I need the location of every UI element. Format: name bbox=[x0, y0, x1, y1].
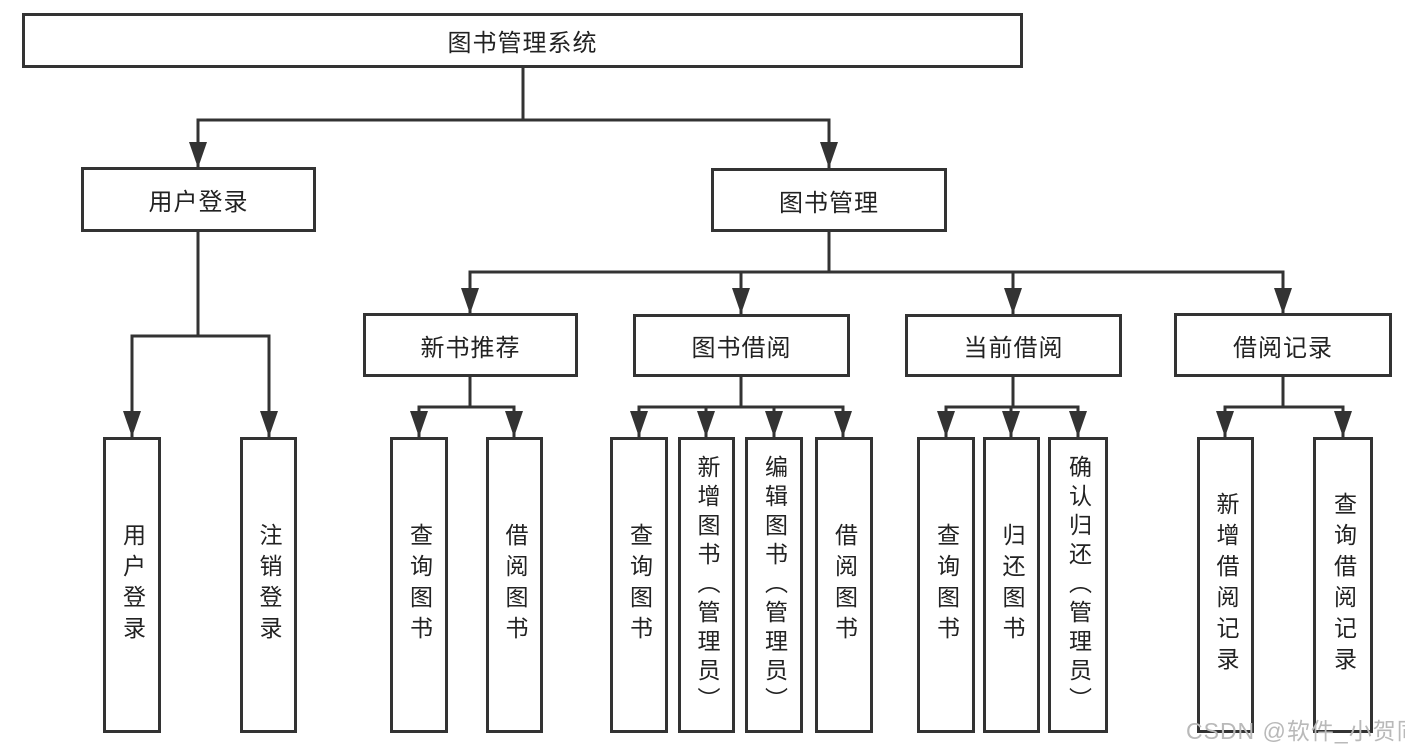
node-book-borrow-label: 图书借阅 bbox=[691, 335, 792, 362]
arrow-down-icon bbox=[697, 411, 715, 437]
leaf-query-book-1-label: 查询图书 bbox=[406, 523, 433, 647]
new-book-fork-line bbox=[417, 377, 516, 437]
book-borrow-fork-line bbox=[637, 377, 845, 437]
root-fork-line bbox=[196, 68, 831, 168]
leaf-query-book-3: 查询图书 bbox=[917, 437, 975, 733]
leaf-borrow-book-2: 借阅图书 bbox=[815, 437, 873, 733]
arrow-down-icon bbox=[630, 411, 648, 437]
arrow-down-icon bbox=[834, 411, 852, 437]
leaf-return-book-label: 归还图书 bbox=[999, 523, 1025, 647]
borrow-records-fork-line bbox=[1223, 377, 1345, 437]
node-user-login-label: 用户登录 bbox=[148, 189, 249, 216]
leaf-logout-label: 注销登录 bbox=[256, 523, 282, 647]
leaf-query-book-2-label: 查询图书 bbox=[626, 523, 653, 647]
node-borrow-records: 借阅记录 bbox=[1174, 313, 1392, 377]
node-user-login: 用户登录 bbox=[81, 167, 316, 232]
arrow-down-icon bbox=[732, 288, 750, 314]
node-new-book-recommend: 新书推荐 bbox=[363, 313, 578, 377]
node-root: 图书管理系统 bbox=[22, 13, 1023, 68]
leaf-confirm-return: 确认归还（管理员） bbox=[1048, 437, 1108, 733]
leaf-borrow-book-1-label: 借阅图书 bbox=[502, 523, 528, 647]
leaf-add-book-label: 新增图书（管理员） bbox=[694, 454, 720, 716]
node-book-management-label: 图书管理 bbox=[779, 189, 879, 217]
current-borrow-fork-line bbox=[944, 377, 1080, 437]
arrow-down-icon bbox=[1274, 288, 1292, 314]
node-new-book-recommend-label: 新书推荐 bbox=[420, 334, 521, 362]
leaf-add-borrow-record-label: 新增借阅记录 bbox=[1213, 492, 1239, 678]
leaf-query-book-2: 查询图书 bbox=[610, 437, 668, 733]
leaf-user-login-label: 用户登录 bbox=[119, 523, 146, 647]
leaf-return-book: 归还图书 bbox=[983, 437, 1040, 733]
leaf-confirm-return-label: 确认归还（管理员） bbox=[1065, 454, 1092, 716]
leaf-query-book-1: 查询图书 bbox=[390, 437, 448, 733]
arrow-down-icon bbox=[123, 411, 141, 437]
leaf-add-borrow-record: 新增借阅记录 bbox=[1197, 437, 1254, 733]
arrow-down-icon bbox=[410, 411, 428, 437]
leaf-user-login: 用户登录 bbox=[103, 437, 161, 733]
node-current-borrow-label: 当前借阅 bbox=[963, 335, 1064, 362]
leaf-edit-book: 编辑图书（管理员） bbox=[745, 437, 803, 733]
leaf-query-borrow-record: 查询借阅记录 bbox=[1313, 437, 1373, 733]
arrow-down-icon bbox=[1004, 288, 1022, 314]
book-management-fork-line bbox=[468, 232, 1285, 315]
arrow-down-icon bbox=[505, 411, 523, 437]
leaf-query-borrow-record-label: 查询借阅记录 bbox=[1330, 492, 1357, 678]
arrow-down-icon bbox=[461, 288, 479, 314]
arrow-down-icon bbox=[1069, 411, 1087, 437]
connector-lines bbox=[130, 68, 1345, 437]
arrow-down-icon bbox=[1334, 411, 1352, 437]
user-login-fork-line bbox=[130, 232, 271, 437]
arrow-down-icon bbox=[820, 142, 838, 168]
node-root-label: 图书管理系统 bbox=[447, 30, 598, 57]
watermark-text: CSDN @软件_小贺同学 bbox=[1186, 718, 1405, 744]
leaf-borrow-book-1: 借阅图书 bbox=[486, 437, 543, 733]
node-current-borrow: 当前借阅 bbox=[905, 314, 1122, 377]
arrow-down-icon bbox=[1002, 411, 1020, 437]
leaf-borrow-book-2-label: 借阅图书 bbox=[831, 523, 858, 647]
arrow-down-icon bbox=[1216, 411, 1234, 437]
leaf-query-book-3-label: 查询图书 bbox=[933, 523, 960, 647]
leaf-logout: 注销登录 bbox=[240, 437, 297, 733]
arrow-down-icon bbox=[937, 411, 955, 437]
leaf-edit-book-label: 编辑图书（管理员） bbox=[761, 454, 788, 716]
node-borrow-records-label: 借阅记录 bbox=[1233, 334, 1333, 362]
arrow-down-icon bbox=[189, 142, 207, 168]
arrow-down-icon bbox=[260, 411, 278, 437]
arrow-down-icon bbox=[765, 411, 783, 437]
node-book-borrow: 图书借阅 bbox=[633, 314, 850, 377]
node-book-management: 图书管理 bbox=[711, 168, 947, 232]
leaf-add-book: 新增图书（管理员） bbox=[678, 437, 735, 733]
